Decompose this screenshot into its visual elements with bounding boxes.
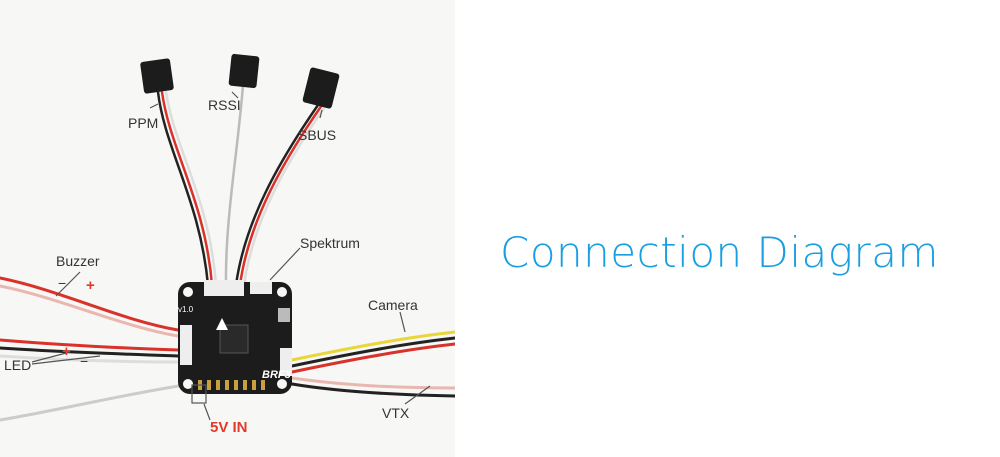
extra-left-cable	[0, 383, 187, 422]
buzzer-plus-mark: +	[86, 277, 95, 294]
page-heading: Connection Diagram	[500, 228, 939, 277]
camera-cable	[290, 330, 455, 374]
buzzer-minus-mark: −	[58, 275, 66, 291]
led-cable	[0, 338, 180, 364]
ppm-pointer	[149, 103, 159, 109]
rssi-connector	[228, 53, 260, 89]
pointer-lines	[31, 91, 431, 421]
board-name-text: BRF3	[262, 369, 291, 381]
camera-label: Camera	[368, 297, 418, 313]
arrow-marking	[216, 318, 228, 330]
buzzer-cable	[0, 276, 180, 338]
vtx-cable	[290, 376, 455, 398]
buzzer-label: Buzzer	[56, 253, 100, 269]
five-v-pointer	[203, 403, 211, 421]
led-plus-mark: +	[62, 343, 71, 360]
spektrum-label: Spektrum	[300, 235, 360, 251]
flight-controller-photo: v1.0 BRF3 PPM RSSI SBUS Spektrum Buzzer …	[0, 0, 455, 457]
five-v-box	[191, 384, 207, 404]
camera-pointer	[399, 311, 406, 333]
sbus-connector	[302, 67, 340, 109]
usb-port	[278, 308, 290, 322]
side-header-left	[180, 325, 192, 365]
receiver-header	[204, 280, 244, 296]
led-label: LED	[4, 357, 31, 373]
five-v-in-label: 5V IN	[210, 419, 248, 436]
flight-controller-board: v1.0 BRF3	[178, 280, 292, 394]
ppm-label: PPM	[128, 115, 158, 131]
board-version-text: v1.0	[178, 305, 194, 314]
sbus-label: SBUS	[298, 127, 336, 143]
sbus-pointer	[319, 109, 323, 119]
vtx-pointer	[404, 385, 431, 405]
rssi-cable	[224, 83, 245, 287]
led-pointer	[31, 351, 101, 365]
led-minus-mark: −	[80, 353, 88, 369]
buzzer-pointer	[55, 271, 81, 297]
vtx-label: VTX	[382, 405, 410, 421]
spektrum-port	[250, 282, 272, 294]
rssi-label: RSSI	[208, 97, 241, 113]
rssi-pointer	[231, 91, 239, 99]
spektrum-pointer	[269, 247, 301, 281]
sbus-cable	[234, 103, 328, 287]
side-header-right	[280, 348, 292, 376]
ppm-cable	[156, 90, 218, 287]
ppm-connector	[140, 58, 174, 94]
